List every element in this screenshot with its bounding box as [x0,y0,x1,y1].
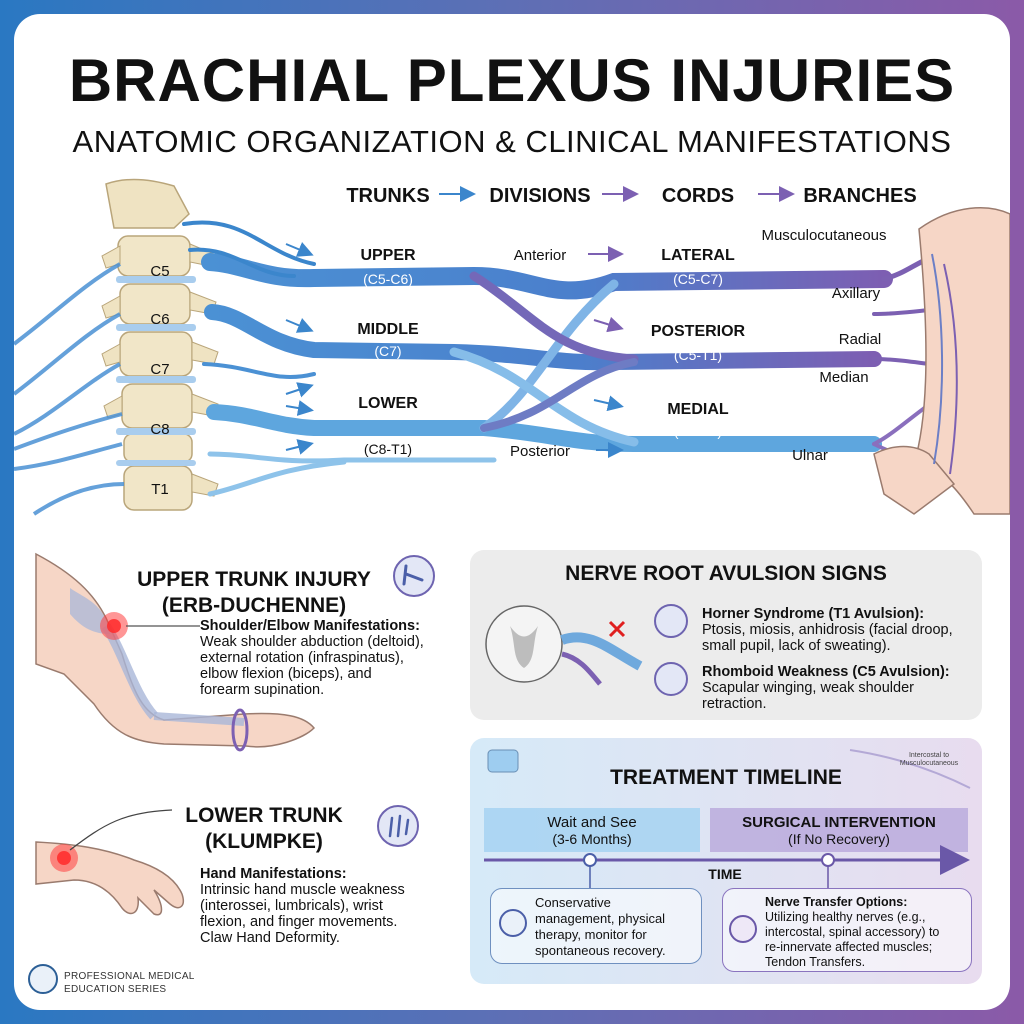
page-title: BRACHIAL PLEXUS INJURIES [68,47,956,114]
rhomboid-label: Rhomboid Weakness (C5 Avulsion): [702,664,950,680]
stage-cords: CORDS [662,185,734,207]
cord-medial-range: (C8-T1) [674,423,722,439]
upper-trunk-line-4: forearm supination. [200,682,325,698]
stage-branches: BRANCHES [803,185,916,207]
horner-line-1: Ptosis, miosis, anhidrosis (facial droop… [702,622,953,638]
trunk-lower-range: (C8-T1) [364,441,412,457]
branch-musculocutaneous: Musculocutaneous [761,227,886,244]
conservative-line-3: therapy, monitor for [535,927,647,942]
surgeon-icon [729,915,757,943]
calendar-icon [499,909,527,937]
conservative-line-2: management, physical [535,911,666,926]
upper-trunk-arm-illustration [35,552,316,752]
time-axis-label: TIME [708,866,742,882]
medical-caduceus-logo-icon [28,964,58,994]
nerve-bundles [182,220,946,497]
rhomboid-line-2: retraction. [702,696,767,712]
treatment-panel: TREATMENT TIMELINE Intercostal to Muscul… [470,738,982,984]
treatment-title: TREATMENT TIMELINE [610,766,842,789]
transfer-label: Nerve Transfer Options: [765,895,908,909]
conservative-line-1: Conservative [535,895,611,910]
stage-trunks: TRUNKS [346,185,429,207]
horner-label: Horner Syndrome (T1 Avulsion): [702,606,925,622]
lower-trunk-subtitle: (KLUMPKE) [205,830,323,853]
conservative-callout: Conservative management, physical therap… [490,888,702,964]
branch-axillary: Axillary [832,285,881,302]
lower-trunk-label: Hand Manifestations: [200,866,347,882]
transfer-line-1: Utilizing healthy nerves (e.g., [765,910,926,924]
nerve-transfer-callout: Nerve Transfer Options: Utilizing health… [722,888,972,972]
phase2-title: SURGICAL INTERVENTION [742,814,936,831]
root-label-c8: C8 [150,421,169,438]
upper-trunk-line-3: elbow flexion (biceps), and [200,666,372,682]
avulsion-panel: NERVE ROOT AVULSION SIGNS Horner Syndrom… [470,550,982,720]
flow-arrows [285,242,624,458]
inset-label-1: Intercostal to [908,752,950,759]
scapula-icon [654,662,688,696]
root-label-t1: T1 [151,481,169,498]
branch-ulnar: Ulnar [792,447,828,464]
root-label-c5: C5 [150,263,169,280]
division-posterior: Posterior [510,443,570,460]
transfer-line-4: Tendon Transfers. [765,955,866,969]
transfer-line-3: re-innervate affected muscles; [765,940,933,954]
lower-trunk-line-4: Claw Hand Deformity. [200,930,340,946]
root-label-c7: C7 [150,361,169,378]
cord-lateral-range: (C5-C7) [673,271,723,287]
root-label-c6: C6 [150,311,169,328]
brachial-plexus-diagram: C5 C6 C7 C8 T1 TRUNKS DIVISIONS CORDS BR… [14,178,1010,916]
lower-trunk-hand-illustration [35,809,184,916]
branch-radial: Radial [839,331,882,348]
cord-lateral-name: LATERAL [661,247,735,264]
footer-line-1: PROFESSIONAL MEDICAL [64,971,195,982]
rhomboid-line-1: Scapular winging, weak shoulder [702,680,914,696]
upper-trunk-title: UPPER TRUNK INJURY [137,568,371,591]
trunk-upper-name: UPPER [360,247,416,264]
trunk-middle-range: (C7) [374,343,401,359]
phase1-sub: (3-6 Months) [552,831,632,847]
trunk-lower-name: LOWER [358,395,418,412]
left-nerve-roots [14,262,125,516]
trunk-upper-range: (C5-C6) [363,271,413,287]
stage-divisions: DIVISIONS [489,185,590,207]
horner-line-2: small pupil, lack of sweating). [702,638,891,654]
cord-posterior-name: POSTERIOR [651,323,746,340]
page-subtitle: ANATOMIC ORGANIZATION & CLINICAL MANIFES… [72,124,952,159]
upper-trunk-line-2: external rotation (infraspinatus), [200,650,404,666]
branch-median: Median [819,369,868,386]
division-anterior: Anterior [514,247,567,264]
phase1-title: Wait and See [547,814,637,831]
inset-label-2: Musculocutaneous [899,760,959,767]
trunk-middle-name: MIDDLE [357,321,419,338]
cervical-spine-illustration [101,178,219,511]
horner-face-icon [654,604,688,638]
upper-trunk-line-1: Weak shoulder abduction (deltoid), [200,634,424,650]
lower-trunk-line-1: Intrinsic hand muscle weakness [200,882,405,898]
transfer-line-2: intercostal, spinal accessory) to [765,925,940,939]
lower-trunk-line-2: (interossei, lumbricals), wrist [200,898,383,914]
lower-trunk-title: LOWER TRUNK [185,804,343,827]
spinal-cord-avulsion-icon [485,605,643,686]
upper-trunk-label: Shoulder/Elbow Manifestations: [200,618,420,634]
upper-trunk-subtitle: (ERB-DUCHENNE) [161,594,347,617]
footer-line-2: EDUCATION SERIES [64,984,167,995]
arm-illustration [873,207,1010,515]
cord-posterior-range: (C5-T1) [674,347,722,363]
avulsion-title: NERVE ROOT AVULSION SIGNS [565,562,887,585]
conservative-line-4: spontaneous recovery. [535,943,666,958]
cord-medial-name: MEDIAL [667,401,729,418]
phase2-sub: (If No Recovery) [788,831,890,847]
lower-trunk-line-3: flexion, and finger movements. [200,914,398,930]
infographic-card: BRACHIAL PLEXUS INJURIES ANATOMIC ORGANI… [14,14,1010,1010]
treatment-timeline-graphic [484,749,971,888]
